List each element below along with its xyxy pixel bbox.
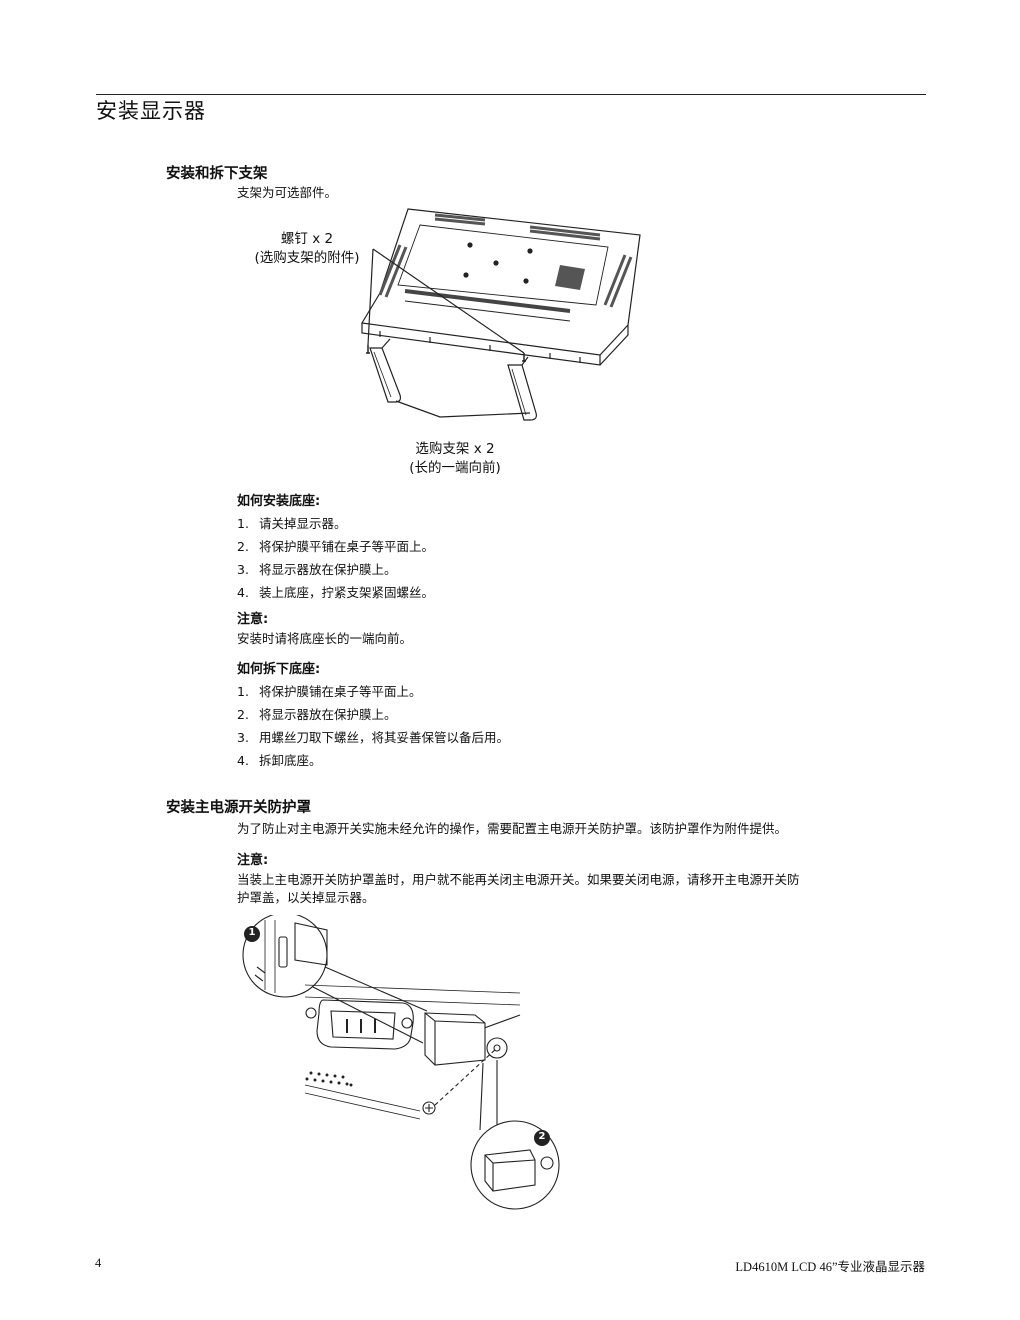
callout-1: 1 (248, 927, 256, 938)
stands-label-line1: 选购支架 x 2 (415, 441, 495, 457)
remove-step-text: 将显示器放在保护膜上。 (259, 707, 397, 722)
title-rule (96, 94, 926, 95)
cover-note-heading: 注意: (237, 853, 269, 868)
install-step-text: 将保护膜平铺在桌子等平面上。 (259, 539, 435, 554)
stands-label-line2: (长的一端向前) (409, 460, 501, 476)
install-step: 1. 请关掉显示器。 (237, 513, 347, 532)
stand-illustration (361, 208, 641, 421)
screws-label-line2: (选购支架的附件) (254, 250, 360, 266)
cover-section-heading: 安装主电源开关防护罩 (166, 800, 311, 816)
page-number: 4 (95, 1256, 102, 1270)
page-title: 安装显示器 (96, 99, 206, 123)
install-step-text: 装上底座，拧紧支架紧固螺丝。 (259, 585, 435, 600)
remove-step: 4. 拆卸底座。 (237, 750, 322, 769)
stand-intro: 支架为可选部件。 (237, 185, 338, 200)
install-step-number: 4. (237, 585, 249, 600)
remove-step: 3. 用螺丝刀取下螺丝，将其妥善保管以备后用。 (237, 727, 509, 746)
install-step: 4. 装上底座，拧紧支架紧固螺丝。 (237, 582, 434, 601)
remove-step-number: 2. (237, 707, 249, 722)
remove-step-number: 1. (237, 684, 249, 699)
install-note-heading: 注意: (237, 612, 269, 627)
install-step-number: 1. (237, 516, 249, 531)
install-step-number: 3. (237, 562, 249, 577)
install-step-text: 将显示器放在保护膜上。 (259, 562, 397, 577)
remove-step-number: 3. (237, 730, 249, 745)
remove-step-text: 拆卸底座。 (259, 753, 322, 768)
footer-product-name: LD4610M LCD 46”专业液晶显示器 (735, 1260, 925, 1274)
cover-intro: 为了防止对主电源开关实施未经允许的操作，需要配置主电源开关防护罩。该防护罩作为附… (237, 821, 788, 836)
install-step-text: 请关掉显示器。 (259, 516, 347, 531)
power-cover-illustration (242, 915, 560, 1210)
install-note-text: 安装时请将底座长的一端向前。 (237, 631, 413, 646)
remove-step-number: 4. (237, 753, 249, 768)
install-step: 2. 将保护膜平铺在桌子等平面上。 (237, 536, 434, 555)
install-step-number: 2. (237, 539, 249, 554)
screws-label-line1: 螺钉 x 2 (280, 231, 334, 247)
install-step: 3. 将显示器放在保护膜上。 (237, 559, 397, 578)
remove-step: 1. 将保护膜铺在桌子等平面上。 (237, 681, 422, 700)
install-heading: 如何安装底座: (237, 494, 321, 509)
remove-step: 2. 将显示器放在保护膜上。 (237, 704, 397, 723)
cover-note-line2: 护罩盖，以关掉显示器。 (237, 890, 375, 905)
callout-2: 2 (538, 1131, 546, 1142)
remove-step-text: 用螺丝刀取下螺丝，将其妥善保管以备后用。 (259, 730, 510, 745)
stand-section-heading: 安装和拆下支架 (166, 166, 268, 182)
remove-heading: 如何拆下底座: (237, 662, 321, 677)
remove-step-text: 将保护膜铺在桌子等平面上。 (259, 684, 422, 699)
cover-note-line1: 当装上主电源开关防护罩盖时，用户就不能再关闭主电源开关。如果要关闭电源，请移开主… (237, 872, 800, 887)
